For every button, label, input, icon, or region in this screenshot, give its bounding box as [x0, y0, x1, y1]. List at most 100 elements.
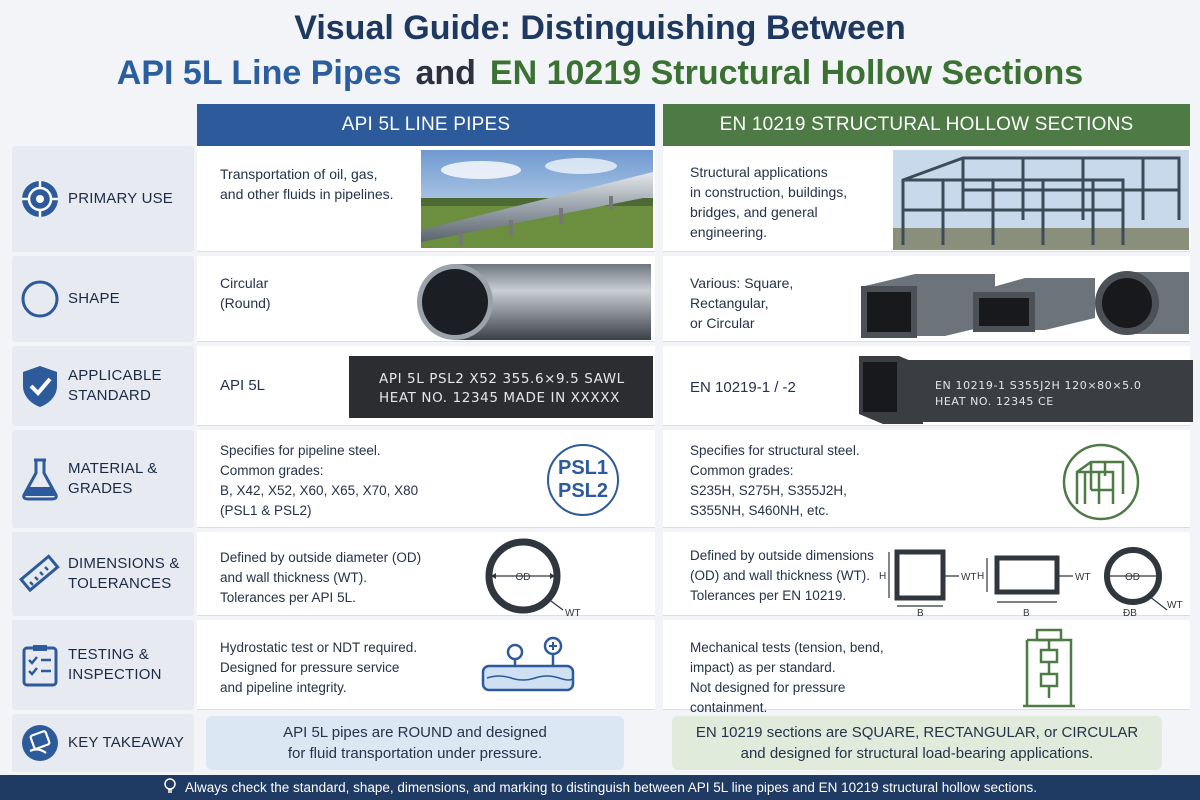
label-line-2: STANDARD [68, 387, 151, 404]
od-label: OD [516, 572, 531, 583]
hollow-sections-image [861, 271, 1189, 338]
text-line: containment. [690, 700, 768, 715]
text-line: Common grades: [690, 463, 794, 478]
lightbulb-icon [163, 778, 177, 797]
text-line: Not designed for pressure [690, 680, 846, 695]
hand-card-icon [12, 723, 68, 763]
en-dimensions-text: Defined by outside dimensions (OD) and w… [690, 546, 874, 606]
badge-line-2: PSL2 [557, 480, 609, 502]
text-line: Tolerances per API 5L. [220, 590, 356, 605]
column-header-en: EN 10219 STRUCTURAL HOLLOW SECTIONS [663, 104, 1190, 146]
structure-icon [1062, 443, 1140, 521]
marking-line: HEAT NO. 12345 CE [935, 395, 1054, 408]
row-label-dimensions: DIMENSIONS &TOLERANCES [12, 532, 194, 616]
badge-line-1: PSL1 [557, 457, 609, 479]
api-testing-cell: Hydrostatic test or NDT required. Design… [197, 620, 655, 710]
title-line-2: API 5L Line Pipes and EN 10219 Structural … [0, 50, 1200, 96]
wt-label: WT [565, 608, 581, 618]
footer-text: Always check the standard, shape, dimens… [185, 780, 1037, 795]
api-shape-cell: Circular (Round) [197, 256, 655, 342]
en-takeaway-box: EN 10219 sections are SQUARE, RECTANGULA… [672, 716, 1162, 770]
en-shape-text: Various: Square, Rectangular, or Circula… [690, 273, 793, 333]
api-standard-text: API 5L [220, 377, 266, 394]
row-label-testing: TESTING &INSPECTION [12, 620, 194, 710]
pipeline-photo [421, 150, 653, 248]
label-line-1: SHAPE [68, 290, 120, 307]
round-pipe-image [417, 264, 651, 340]
od-wt-diagram: OD WT [485, 538, 581, 618]
api-use-text: Transportation of oil, gas, and other fl… [220, 164, 394, 204]
text-line: Defined by outside dimensions [690, 548, 874, 563]
title-and: and [415, 54, 476, 92]
checklist-icon [12, 643, 68, 687]
steel-frame-photo [893, 150, 1189, 250]
text-line: and other fluids in pipelines. [220, 186, 394, 202]
api-dimensions-text: Defined by outside diameter (OD) and wal… [220, 548, 421, 608]
text-line: bridges, and general [690, 204, 818, 220]
en-dimensions-cell: Defined by outside dimensions (OD) and w… [663, 532, 1190, 616]
en-shape-cell: Various: Square, Rectangular, or Circula… [663, 256, 1190, 342]
text-line: Mechanical tests (tension, bend, [690, 640, 884, 655]
en-testing-cell: Mechanical tests (tension, bend, impact)… [663, 620, 1190, 715]
text-line: or Circular [690, 315, 755, 331]
ruler-icon [12, 552, 68, 596]
title-line-1: Visual Guide: Distinguishing Between [294, 9, 906, 47]
text-line: in construction, buildings, [690, 184, 848, 200]
text-line: and designed for structural load-bearing… [740, 745, 1094, 762]
section-dimension-diagrams: H WT B H WT B OD WT ÐB [879, 547, 1183, 616]
page-title: Visual Guide: Distinguishing Between API… [0, 6, 1200, 96]
text-line: Structural applications [690, 164, 828, 180]
en-marking-plate: EN 10219-1 S355J2H 120×80×5.0 HEAT NO. 1… [903, 360, 1193, 422]
text-line: EN 10219 sections are SQUARE, RECTANGULA… [695, 724, 1139, 741]
text-line: and wall thickness (WT). [220, 570, 368, 585]
label-text: DIMENSIONS &TOLERANCES [68, 554, 180, 594]
api-material-text: Specifies for pipeline steel. Common gra… [220, 441, 418, 521]
label-line-2: TOLERANCES [68, 575, 172, 592]
label-line-2: GRADES [68, 480, 133, 497]
label-line-1: MATERIAL & [68, 460, 158, 477]
en-material-cell: Specifies for structural steel. Common g… [663, 430, 1190, 528]
text-line: Various: Square, [690, 275, 794, 291]
h-label: H [977, 571, 984, 582]
b-label: B [917, 608, 924, 616]
api-testing-text: Hydrostatic test or NDT required. Design… [220, 638, 417, 698]
label-line-2: INSPECTION [68, 666, 162, 683]
text-line: impact) as per standard. [690, 660, 836, 675]
en-material-text: Specifies for structural steel. Common g… [690, 441, 860, 521]
b-label: B [1023, 608, 1030, 616]
hydrostatic-test-icon [481, 636, 575, 692]
row-label-material: MATERIAL & GRADES [12, 430, 194, 528]
wt-label: WT [961, 572, 977, 583]
en-testing-text: Mechanical tests (tension, bend, impact)… [690, 638, 884, 718]
label-text: MATERIAL & GRADES [68, 459, 158, 499]
row-label-shape: SHAPE [12, 256, 194, 342]
wt-label: WT [1075, 572, 1091, 583]
text-line: and pipeline integrity. [220, 680, 347, 695]
shield-check-icon [12, 364, 68, 408]
text-line: Specifies for structural steel. [690, 443, 860, 458]
text-line: Hydrostatic test or NDT required. [220, 640, 418, 655]
row-label-takeaway: KEY TAKEAWAY [12, 714, 194, 772]
label-line-1: PRIMARY USE [68, 190, 174, 207]
api-standard-cell: API 5L API 5L PSL2 X52 355.6×9.5 SAWL HE… [197, 346, 655, 426]
api-material-cell: Specifies for pipeline steel. Common gra… [197, 430, 655, 528]
marking-line: API 5L PSL2 X52 355.6×9.5 SAWL [379, 371, 625, 387]
api-primary-use-cell: Transportation of oil, gas, and other fl… [197, 146, 655, 252]
text-line: API 5L pipes are ROUND and designed [283, 724, 547, 741]
text-line: Defined by outside diameter (OD) [220, 550, 422, 565]
title-en: EN 10219 Structural Hollow Sections [489, 54, 1084, 92]
text-line: Circular [220, 275, 269, 291]
api-shape-text: Circular (Round) [220, 273, 271, 313]
text-line: Rectangular, [690, 295, 769, 311]
en-primary-use-cell: Structural applications in construction,… [663, 146, 1190, 252]
text-line: (Round) [220, 295, 271, 311]
od-label: OD [1125, 572, 1140, 583]
text-line: engineering. [690, 224, 768, 240]
title-api: API 5L Line Pipes [116, 54, 402, 92]
footer-bar: Always check the standard, shape, dimens… [0, 775, 1200, 800]
target-icon [12, 179, 68, 219]
wt-label: WT [1167, 600, 1183, 611]
